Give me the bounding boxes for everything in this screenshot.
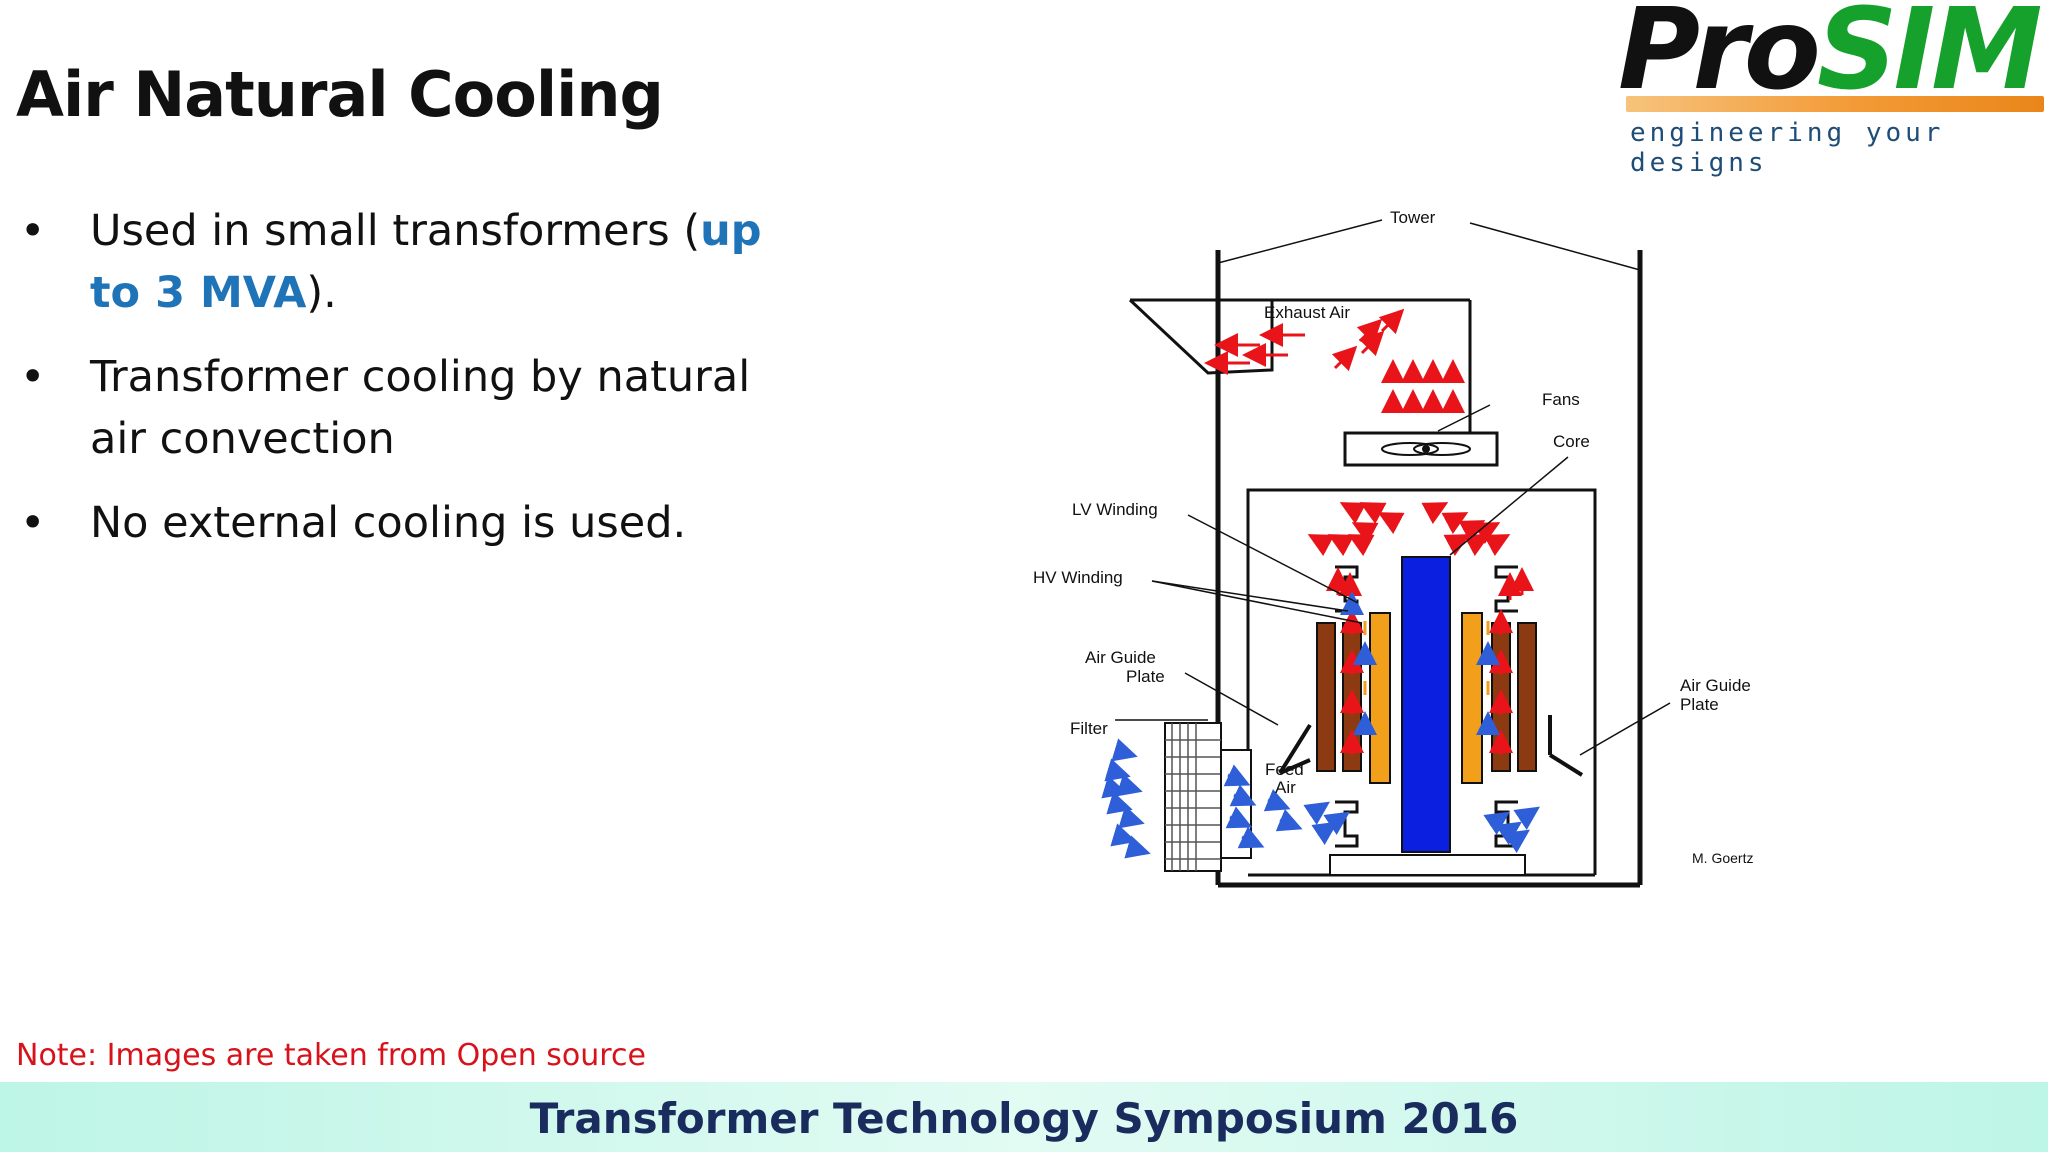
- label-credit: M. Goertz: [1692, 850, 1753, 866]
- label-tower: Tower: [1390, 208, 1436, 227]
- logo-word-sim: SIM: [1816, 0, 2043, 115]
- air-guide-plates: [1278, 715, 1584, 777]
- logo-tagline: engineering your designs: [1630, 118, 1945, 178]
- label-exhaust-air: Exhaust Air: [1264, 303, 1350, 322]
- slide-title: Air Natural Cooling: [16, 58, 664, 131]
- bullet-marker: •: [20, 206, 46, 256]
- label-feed-air-1: Feed: [1265, 760, 1304, 779]
- footer-banner: Transformer Technology Symposium 2016: [0, 1082, 2048, 1152]
- diagram-labels: Tower Exhaust Air Fans Core LV Winding H…: [1033, 208, 1753, 866]
- bullet-item: • No external cooling is used.: [16, 492, 816, 554]
- air-cooling-diagram: Tower Exhaust Air Fans Core LV Winding H…: [1033, 208, 1753, 888]
- right-windings: [1461, 612, 1537, 784]
- logo-wordmark: ProSIM: [1618, 0, 2043, 106]
- label-filter: Filter: [1070, 719, 1108, 738]
- warm-air-arrows: [1363, 621, 1490, 695]
- bullet-marker: •: [20, 498, 46, 548]
- footer-title: Transformer Technology Symposium 2016: [529, 1094, 1519, 1143]
- fan-unit: [1343, 431, 1499, 467]
- bullet-marker: •: [20, 352, 46, 402]
- exhaust-duct: [1128, 298, 1472, 433]
- logo-word-pro: Pro: [1618, 0, 1821, 115]
- bullet-item: • Transformer cooling by natural air conv…: [16, 346, 816, 470]
- label-air-guide-left-1: Air Guide: [1085, 648, 1156, 667]
- prosim-logo: ProSIM engineering your designs: [1618, 0, 2048, 178]
- label-fans: Fans: [1542, 390, 1580, 409]
- logo-orange-bar: [1626, 96, 2044, 112]
- label-lv-winding: LV Winding: [1072, 500, 1158, 519]
- label-core: Core: [1553, 432, 1590, 451]
- base-plate: [1329, 854, 1526, 876]
- bullet-text: No external cooling is used.: [90, 498, 687, 548]
- bullet-text: Transformer cooling by natural air conve…: [90, 352, 751, 464]
- label-leader-lines: [1115, 219, 1671, 756]
- label-air-guide-right-1: Air Guide: [1680, 676, 1751, 695]
- label-air-guide-right-2: Plate: [1680, 695, 1719, 714]
- bullet-text: Used in small transformers (: [90, 206, 701, 256]
- bullet-highlight: up to 3 MVA: [90, 206, 762, 318]
- label-feed-air-2: Air: [1275, 778, 1296, 797]
- label-air-guide-left-2: Plate: [1126, 667, 1165, 686]
- transformer-core: [1401, 556, 1451, 853]
- cool-air-arrows: [1101, 591, 1540, 859]
- bullet-item: • Used in small transformers (up to 3 MVA…: [16, 200, 816, 324]
- label-hv-winding: HV Winding: [1033, 568, 1123, 587]
- hot-air-arrows: [1204, 308, 1534, 755]
- source-note: Note: Images are taken from Open source: [16, 1038, 646, 1073]
- bullet-list: • Used in small transformers (up to 3 MVA…: [16, 200, 816, 576]
- bullet-text-suffix: ).: [306, 268, 337, 318]
